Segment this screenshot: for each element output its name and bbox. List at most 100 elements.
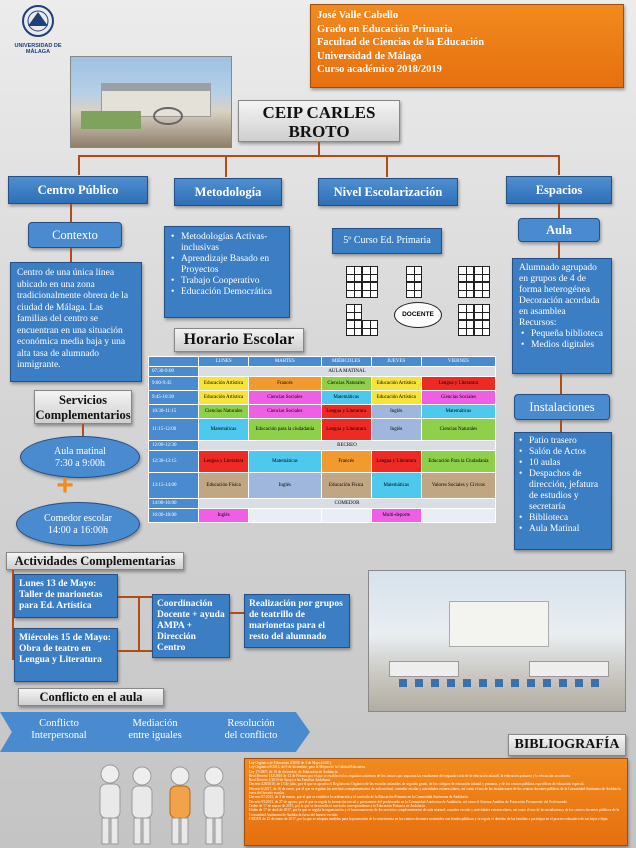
schedule-cell: Educación Para la Ciudadanía bbox=[420, 450, 497, 473]
bibliography-entry: Orden de 17 de marzo de 2015, por la que… bbox=[249, 803, 426, 808]
connector bbox=[386, 155, 388, 177]
facilities-title: Instalaciones bbox=[514, 394, 610, 420]
bibliography-entry: Decreto 6/2017, de 16 de enero, por el q… bbox=[249, 786, 621, 796]
schedule-span: COMEDOR bbox=[198, 498, 496, 509]
classroom-layout: DOCENTE bbox=[340, 262, 500, 352]
schedule-cell: Inglés bbox=[370, 404, 422, 419]
connector bbox=[82, 424, 84, 436]
connector bbox=[558, 155, 560, 175]
resource-item: Medios digitales bbox=[519, 340, 605, 351]
schedule-corner bbox=[148, 356, 199, 367]
schedule-cell: Francés bbox=[248, 376, 322, 391]
connector bbox=[118, 650, 152, 652]
table-row: 11:15-12:00 Matemáticas Educación para l… bbox=[148, 418, 497, 441]
schedule-cell: Matemáticas bbox=[248, 450, 322, 473]
schedule-cell: Educación Artística bbox=[197, 376, 250, 391]
lunch-service: Comedor escolar 14:00 a 16:00h bbox=[16, 502, 140, 546]
schedule-cell: Educación Física bbox=[320, 472, 372, 499]
schedule-cell bbox=[420, 508, 497, 523]
table-row: 16:00-18:00 Inglés Multi-deporte bbox=[148, 508, 497, 523]
university-name: UNIVERSIDAD DE MÁLAGA bbox=[14, 43, 62, 55]
connector bbox=[318, 142, 320, 156]
schedule-cell bbox=[320, 508, 372, 523]
schedule-cell: Matemáticas bbox=[197, 418, 250, 441]
course-label: 5º Curso Ed. Primaria bbox=[332, 228, 442, 254]
day-header: VIERNES bbox=[420, 356, 497, 367]
services-title: Servicios Complementarios bbox=[34, 390, 132, 424]
author-degree: Grado en Educación Primaria bbox=[317, 23, 453, 35]
methodology-item: Metodologías Activas-inclusivas bbox=[169, 232, 285, 254]
connector bbox=[118, 596, 152, 598]
day-header: MARTES bbox=[248, 356, 322, 367]
schedule-cell: Lengua y Literatura bbox=[197, 450, 250, 473]
plus-icon: + bbox=[56, 469, 74, 502]
bibliography-entry: Real Decreto 1/2010 de Apoyo a las Famil… bbox=[249, 778, 331, 783]
school-title: CEIP CARLES BROTO bbox=[238, 100, 400, 142]
facility-item: Salón de Actos bbox=[517, 447, 609, 458]
connector bbox=[12, 570, 14, 660]
day-header: LUNES bbox=[197, 356, 250, 367]
table-row: 9:00-9:45 Educación Artística Francés Ci… bbox=[148, 376, 497, 391]
methodology-item: Aprendizaje Basado en Proyectos bbox=[169, 254, 285, 276]
activity-event-2: Miércoles 15 de Mayo: Obra de teatro en … bbox=[14, 628, 118, 682]
schedule-span: AULA MATINAL bbox=[198, 366, 496, 377]
facility-item: 10 aulas bbox=[517, 458, 609, 469]
bibliography-entry: Ley 17/2007, de 10 de diciembre, de Educ… bbox=[249, 769, 339, 774]
facility-item: Biblioteca bbox=[517, 513, 609, 524]
bibliography-entry: Ley Orgánica 8/2013, de 9 de diciembre, … bbox=[249, 765, 366, 770]
schedule-cell: Francés bbox=[320, 450, 372, 473]
category-level: Nivel Escolarización bbox=[318, 178, 458, 206]
schedule-cell: Ciencias Naturales bbox=[320, 376, 372, 391]
author-course: Curso académico 2018/2019 bbox=[317, 64, 442, 75]
classroom-photo bbox=[368, 570, 626, 712]
schedule-cell: Inglés bbox=[248, 472, 322, 499]
schedule-cell: Ciencias Naturales bbox=[420, 418, 497, 441]
activity-event-1: Lunes 13 de Mayo: Taller de marionetas p… bbox=[14, 574, 118, 618]
activities-title: Actividades Complementarias bbox=[6, 552, 184, 570]
connector bbox=[558, 204, 560, 218]
conflict-title: Conflicto en el aula bbox=[18, 688, 164, 706]
connector bbox=[560, 420, 562, 432]
schedule-table-wrap: LUNES MARTES MIÉRCOLES JUEVES VIERNES 07… bbox=[148, 356, 497, 523]
people-illustration bbox=[80, 760, 240, 846]
facilities-list: Patio trasero Salón de Actos 10 aulas De… bbox=[514, 432, 612, 550]
schedule-cell: Lengua y Literatura bbox=[370, 450, 422, 473]
schedule-cell: Educación Artística bbox=[197, 390, 250, 405]
bibliography-entry: ORDEN de 25 de enero de 2017, por la que… bbox=[249, 816, 609, 821]
category-public: Centro Público bbox=[8, 176, 148, 204]
schedule-cell: Ciencias Sociales bbox=[420, 390, 497, 405]
schedule-cell: Lengua y Literatura bbox=[320, 404, 372, 419]
day-header: MIÉRCOLES bbox=[320, 356, 372, 367]
schedule-cell: Educación Artística bbox=[370, 390, 422, 405]
conflict-step-1: Conflicto Interpersonal bbox=[0, 712, 118, 752]
connector bbox=[558, 242, 560, 258]
morning-service: Aula matinal 7:30 a 9:00h bbox=[20, 436, 140, 478]
bibliography-entry: Decreto 328/2010, de 13 de julio, por el… bbox=[249, 782, 585, 787]
schedule-cell: Lengua y Literatura bbox=[320, 418, 372, 441]
connector bbox=[225, 155, 227, 177]
schedule-cell: Matemáticas bbox=[320, 390, 372, 405]
facility-item: Patio trasero bbox=[517, 436, 609, 447]
author-faculty: Facultad de Ciencias de la Educación bbox=[317, 37, 485, 48]
university-seal-icon bbox=[22, 5, 54, 37]
schedule-cell: Multi-deporte bbox=[370, 508, 422, 523]
university-logo: UNIVERSIDAD DE MÁLAGA bbox=[8, 4, 68, 55]
schedule-cell: Educación Física bbox=[197, 472, 250, 499]
bibliography-entry: Real Decreto 132/2010 de 12 de Febrero p… bbox=[249, 773, 571, 778]
table-row: 9:45-10:30 Educación Artística Ciencias … bbox=[148, 390, 497, 405]
classroom-text: Alumnado agrupado en grupos de 4 de form… bbox=[512, 258, 612, 374]
classroom-title: Aula bbox=[518, 218, 600, 242]
author-university: Universidad de Málaga bbox=[317, 50, 422, 62]
table-row: 07:30-9:00 AULA MATINAL bbox=[148, 366, 496, 377]
author-name: José Valle Cabello bbox=[317, 10, 399, 21]
schedule-cell: Valores Sociales y Cívicos bbox=[420, 472, 497, 499]
table-row: 13:15-14:00 Educación Física Inglés Educ… bbox=[148, 472, 497, 499]
bibliography-entry: Decreto 93/2013, de 27 de agosto, por el… bbox=[249, 799, 568, 804]
conflict-step-3: Resolución del conflicto bbox=[192, 712, 310, 752]
table-row: 10:30-11:15 Ciencias Naturales Ciencias … bbox=[148, 404, 497, 419]
schedule-cell: Educación Artística bbox=[370, 376, 422, 391]
schedule-cell: Ciencias Naturales bbox=[197, 404, 250, 419]
schedule-cell bbox=[248, 508, 322, 523]
context-title: Contexto bbox=[28, 222, 122, 248]
activity-coordination: Coordinación Docente + ayuda AMPA + Dire… bbox=[152, 594, 230, 658]
